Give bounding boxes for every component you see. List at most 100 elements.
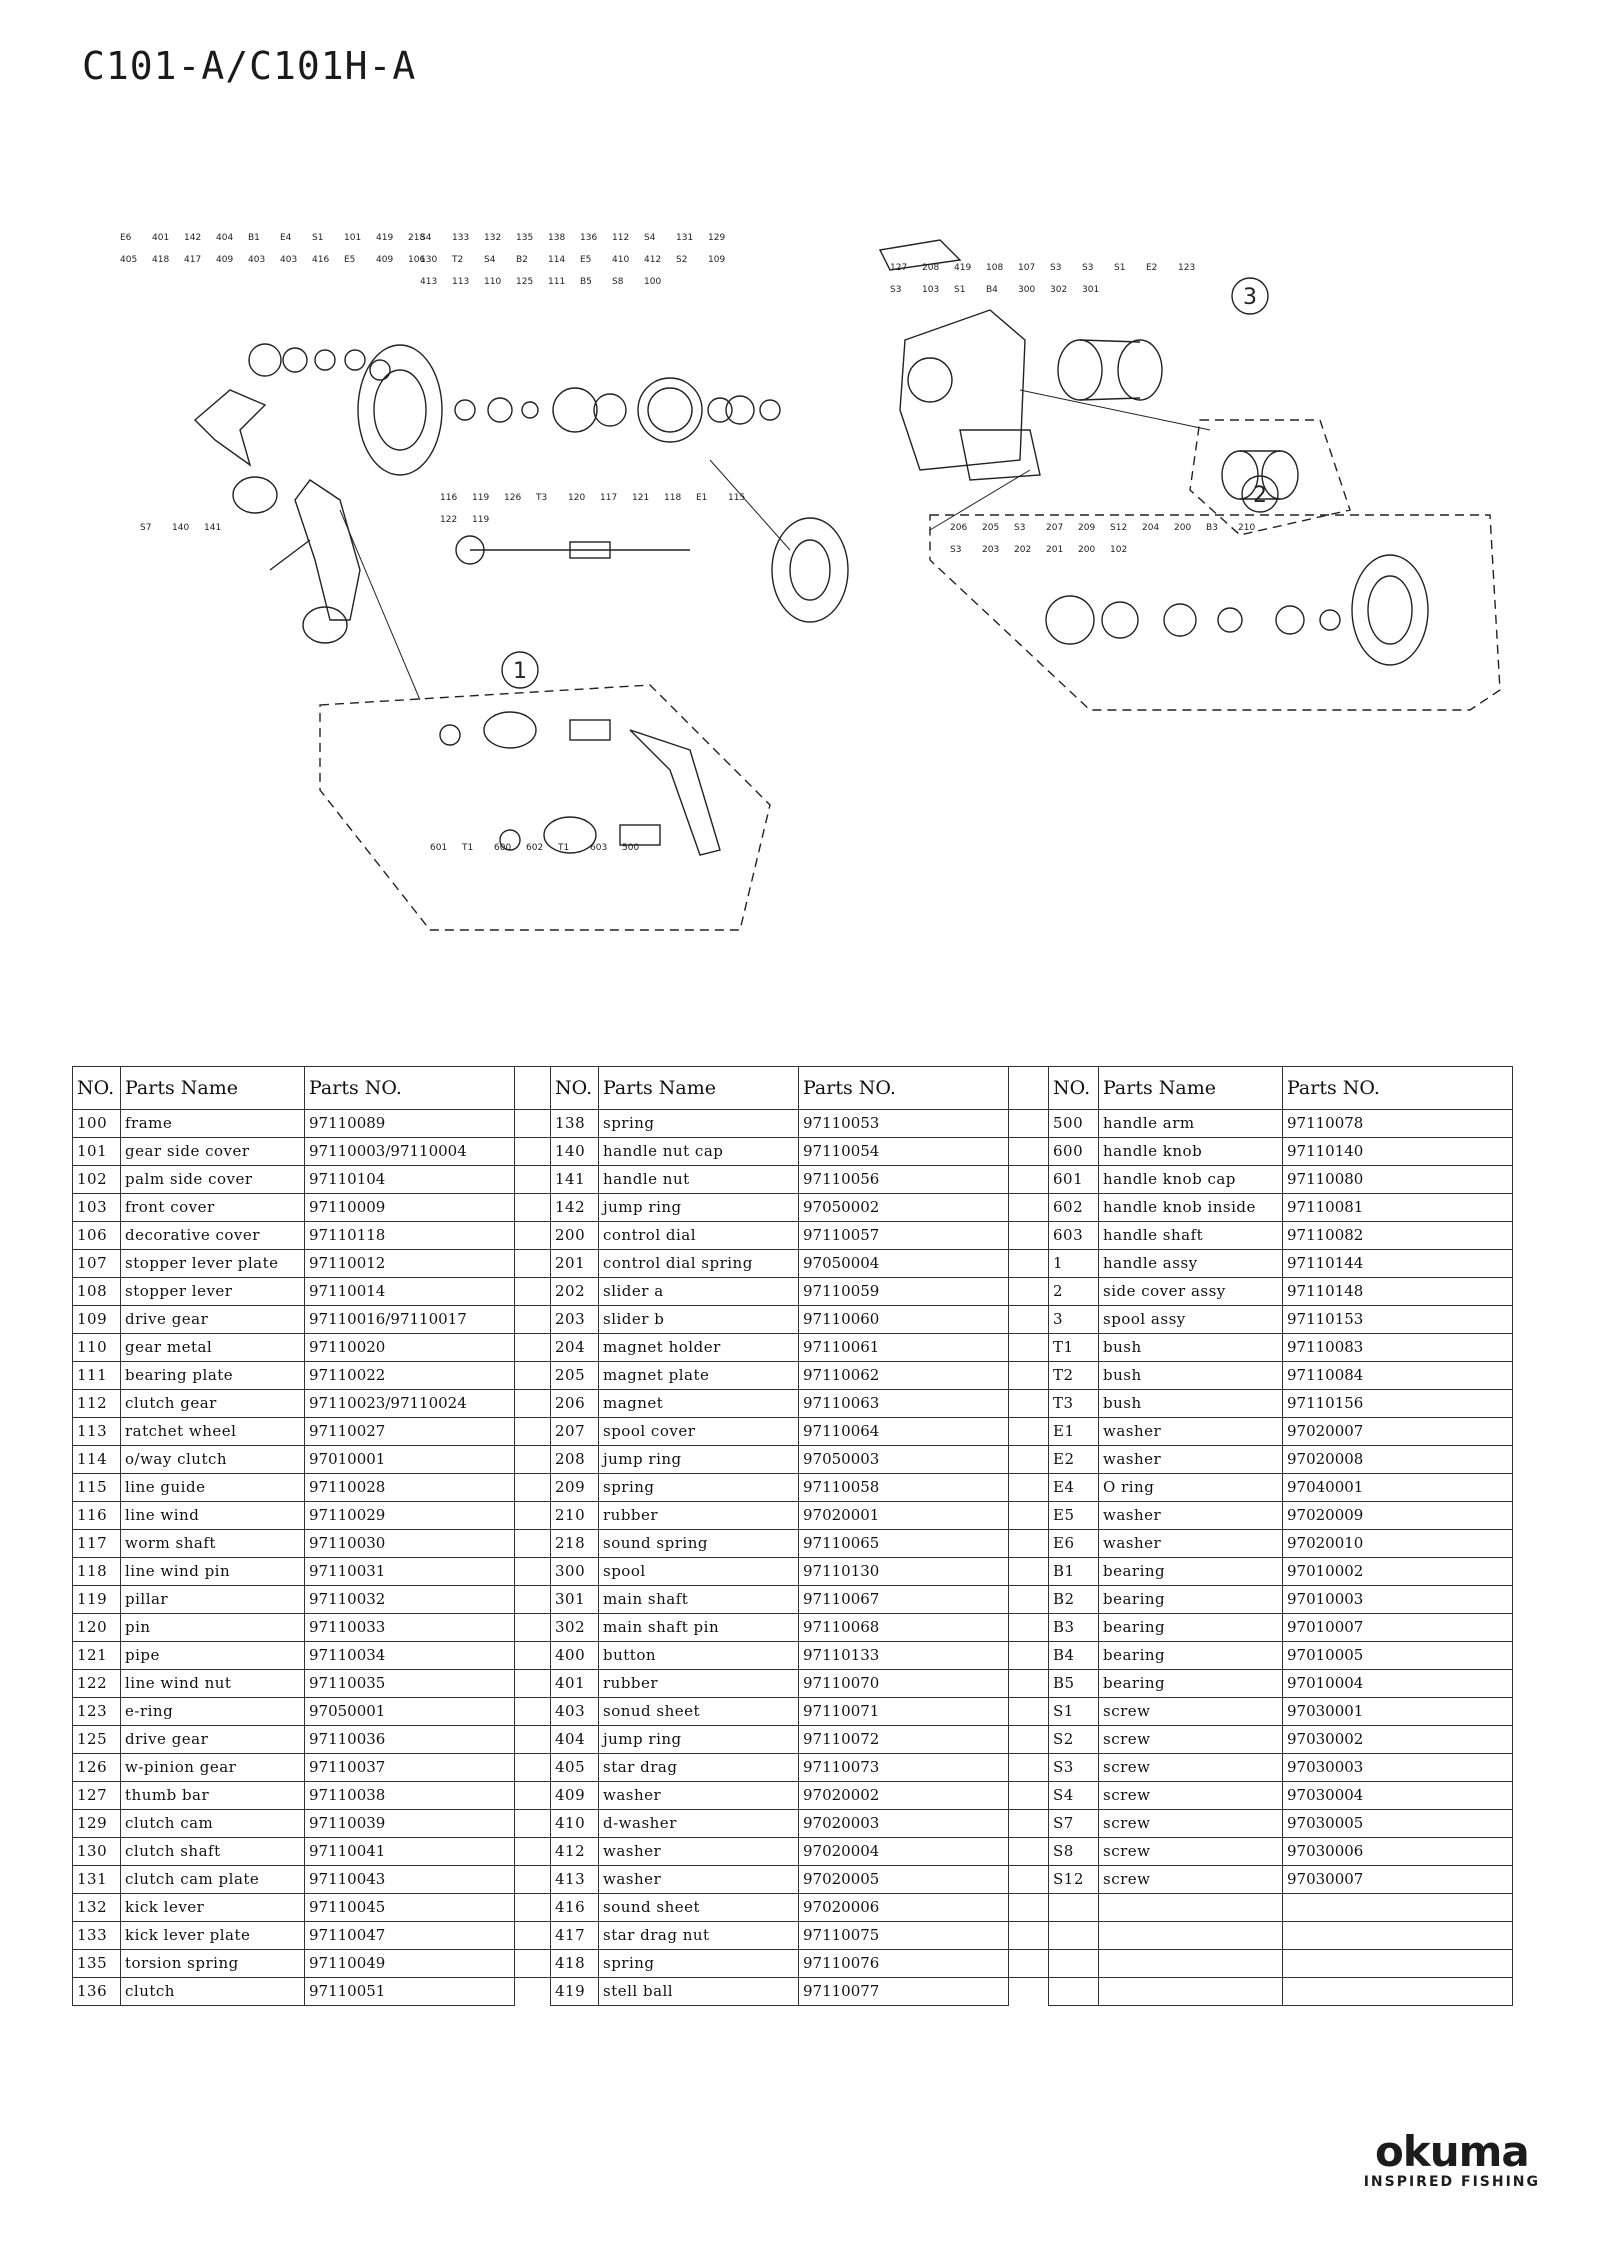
part-callout: T1 xyxy=(557,843,569,853)
column-gap xyxy=(514,1809,551,1838)
part-callout: 404 xyxy=(216,233,233,243)
column-gap xyxy=(1008,1066,1049,1110)
column-gap xyxy=(514,1977,551,2006)
cell-name: decorative cover xyxy=(120,1221,305,1250)
cell-name: bearing xyxy=(1098,1613,1283,1642)
part-callout: 410 xyxy=(612,255,629,265)
cell-no: 120 xyxy=(72,1613,121,1642)
star-drag xyxy=(193,343,366,467)
cell-name: handle assy xyxy=(1098,1249,1283,1278)
cell-no: 301 xyxy=(550,1585,599,1614)
group-markers xyxy=(1231,277,1269,315)
column-gap xyxy=(1008,1221,1049,1250)
cell-no: 1 xyxy=(1048,1249,1099,1278)
cell-partno: 97110077 xyxy=(798,1977,1009,2006)
column-gap xyxy=(514,1949,551,1978)
cell-no xyxy=(1048,1893,1099,1922)
cell-name: spring xyxy=(598,1109,799,1138)
cell-partno: 97110022 xyxy=(304,1361,515,1390)
column-gap xyxy=(1008,1585,1049,1614)
part-callout: B1 xyxy=(248,233,260,243)
cell-no: 106 xyxy=(72,1221,121,1250)
part-callout: 103 xyxy=(922,285,939,295)
part-callout: B5 xyxy=(580,277,592,287)
column-gap xyxy=(1008,1109,1049,1138)
cell-name: line wind xyxy=(120,1501,305,1530)
part-callout: 106 xyxy=(408,255,425,265)
part-callout: E5 xyxy=(344,255,355,265)
part-callout: S2 xyxy=(676,255,687,265)
cell-name: frame xyxy=(120,1109,305,1138)
cell-partno: 97110056 xyxy=(798,1165,1009,1194)
cell-name: sound sheet xyxy=(598,1893,799,1922)
cell-name: handle nut xyxy=(598,1165,799,1194)
cell-name: magnet holder xyxy=(598,1333,799,1362)
column-gap xyxy=(1008,1753,1049,1782)
part-callout: 138 xyxy=(548,233,565,243)
cell-name: handle arm xyxy=(1098,1109,1283,1138)
part-callout: 116 xyxy=(440,493,457,503)
cell-no: S2 xyxy=(1048,1725,1099,1754)
cell-partno: 97010003 xyxy=(1282,1585,1513,1614)
cell-no: 204 xyxy=(550,1333,599,1362)
part-callout: 126 xyxy=(504,493,521,503)
part-callout: 108 xyxy=(986,263,1003,273)
cell-partno xyxy=(1282,1921,1513,1950)
cell-partno: 97110032 xyxy=(304,1585,515,1614)
column-gap xyxy=(514,1501,551,1530)
cell-partno: 97110027 xyxy=(304,1417,515,1446)
cell-partno: 97110070 xyxy=(798,1669,1009,1698)
cell-name: front cover xyxy=(120,1193,305,1222)
cell-name: screw xyxy=(1098,1781,1283,1810)
cell-no: 110 xyxy=(72,1333,121,1362)
cell-name: rubber xyxy=(598,1501,799,1530)
part-callout: 125 xyxy=(516,277,533,287)
cell-no xyxy=(1048,1921,1099,1950)
cell-name: line wind nut xyxy=(120,1669,305,1698)
group-label-3: 3 xyxy=(1243,285,1257,310)
part-callout: 603 xyxy=(590,843,607,853)
cell-partno: 97110075 xyxy=(798,1921,1009,1950)
part-callout: 101 xyxy=(344,233,361,243)
cell-no: 208 xyxy=(550,1445,599,1474)
column-gap xyxy=(1008,1529,1049,1558)
column-gap xyxy=(1008,1697,1049,1726)
cell-name: washer xyxy=(1098,1529,1283,1558)
assembly-1-boundary xyxy=(319,684,771,931)
cell-name: screw xyxy=(1098,1837,1283,1866)
cell-no: B5 xyxy=(1048,1669,1099,1698)
cell-partno: 97110081 xyxy=(1282,1193,1513,1222)
cell-name: clutch gear xyxy=(120,1389,305,1418)
column-gap xyxy=(514,1277,551,1306)
cell-no: 100 xyxy=(72,1109,121,1138)
cell-name: stopper lever xyxy=(120,1277,305,1306)
cell-no: 117 xyxy=(72,1529,121,1558)
part-callout: 600 xyxy=(494,843,511,853)
part-callout: 117 xyxy=(600,493,617,503)
cell-partno: 97110012 xyxy=(304,1249,515,1278)
part-callout: 417 xyxy=(184,255,201,265)
column-gap xyxy=(514,1725,551,1754)
cell-name: jump ring xyxy=(598,1725,799,1754)
cell-name: button xyxy=(598,1641,799,1670)
part-callout: 112 xyxy=(612,233,629,243)
part-callout: E4 xyxy=(280,233,292,243)
cell-partno: 97110043 xyxy=(304,1865,515,1894)
cell-partno: 97050003 xyxy=(798,1445,1009,1474)
cell-no: 409 xyxy=(550,1781,599,1810)
cell-partno: 97110060 xyxy=(798,1305,1009,1334)
cell-partno: 97110039 xyxy=(304,1809,515,1838)
cell-name xyxy=(1098,1893,1283,1922)
cell-no: 112 xyxy=(72,1389,121,1418)
cell-partno: 97110140 xyxy=(1282,1137,1513,1166)
part-callout: 412 xyxy=(644,255,661,265)
group-label-1: 1 xyxy=(513,659,527,684)
cell-name: thumb bar xyxy=(120,1781,305,1810)
cell-no: 210 xyxy=(550,1501,599,1530)
